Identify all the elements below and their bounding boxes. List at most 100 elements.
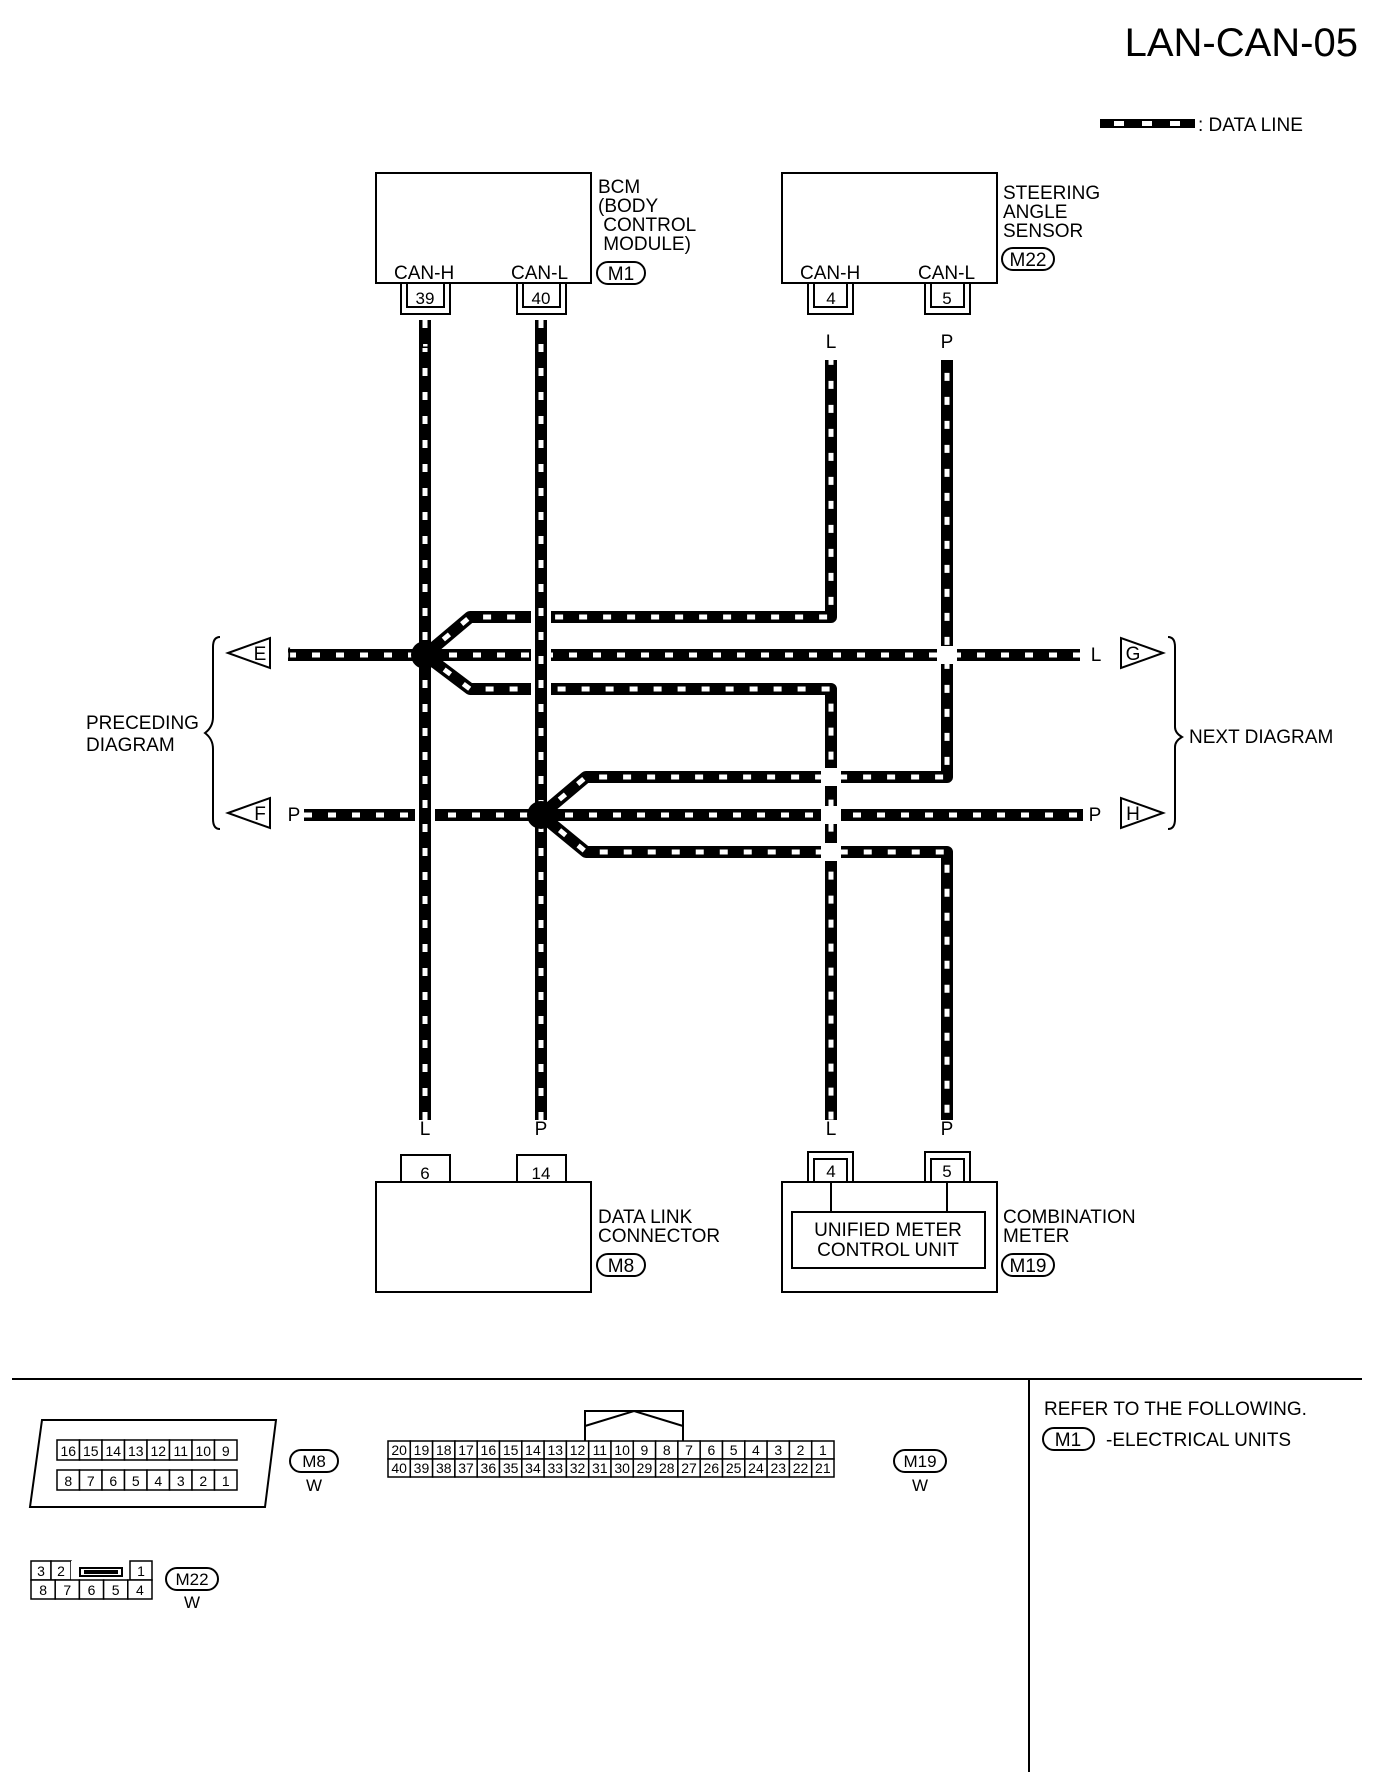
m22-cavity-number: 7 bbox=[63, 1582, 71, 1598]
m19-cavity-number: 17 bbox=[458, 1442, 474, 1458]
steering-pin-5: 5 bbox=[942, 289, 951, 308]
dlc-wire-color-l: L bbox=[420, 1119, 431, 1140]
m19-cavity-number: 20 bbox=[391, 1442, 407, 1458]
data-line-wires bbox=[288, 320, 1083, 1120]
bcm-connector-id: M1 bbox=[608, 264, 634, 285]
bcm-name-line-3: CONTROL bbox=[598, 215, 696, 236]
dlc-name-line-1: DATA LINK bbox=[598, 1207, 693, 1228]
arrow-f-label: F bbox=[254, 804, 266, 825]
meter-wire-color-l: L bbox=[826, 1119, 837, 1140]
m19-cell: 16 bbox=[476, 1440, 501, 1460]
wire-junction-to-steering-can-h bbox=[421, 360, 837, 660]
reference-note: REFER TO THE FOLLOWING. M1 -ELECTRICAL U… bbox=[1042, 1399, 1307, 1451]
m8-cell: 7 bbox=[78, 1469, 103, 1491]
m8-cell: 5 bbox=[123, 1469, 148, 1491]
m19-cavity-number: 40 bbox=[391, 1460, 407, 1476]
m19-cavity-number: 26 bbox=[704, 1460, 720, 1476]
arrow-h-wire-color: P bbox=[1089, 805, 1102, 826]
steering-name-line-3: SENSOR bbox=[1003, 221, 1083, 242]
m8-cavity-number: 12 bbox=[150, 1443, 166, 1459]
m22-view-id: M22 bbox=[175, 1570, 208, 1589]
m19-cell: 7 bbox=[677, 1440, 701, 1460]
m19-cell: 39 bbox=[409, 1458, 434, 1478]
m19-cavity-number: 23 bbox=[770, 1460, 786, 1476]
dlc-pin-14: 14 bbox=[532, 1164, 551, 1183]
bcm-name-line-2: (BODY bbox=[598, 196, 659, 217]
m8-cavity-number: 8 bbox=[64, 1473, 72, 1489]
m22-cavity-number: 2 bbox=[57, 1563, 65, 1579]
meter-pin-5: 5 bbox=[942, 1162, 951, 1181]
m8-cavity-number: 14 bbox=[105, 1443, 121, 1459]
m19-cavity-number: 30 bbox=[614, 1460, 630, 1476]
m19-cell: 8 bbox=[654, 1440, 679, 1460]
bcm-pin-40: 40 bbox=[532, 289, 551, 308]
meter-name-line-2: METER bbox=[1003, 1226, 1070, 1247]
bcm-pin-39: 39 bbox=[416, 289, 435, 308]
meter-wire-color-p: P bbox=[941, 1119, 954, 1140]
m19-view-color: W bbox=[912, 1476, 928, 1495]
m19-cavity-number: 13 bbox=[547, 1442, 563, 1458]
m22-cell: 2 bbox=[50, 1560, 72, 1581]
m19-cell: 4 bbox=[744, 1440, 768, 1460]
m8-cavity-number: 2 bbox=[199, 1473, 207, 1489]
m19-cell: 12 bbox=[565, 1440, 590, 1460]
steering-connector-id: M22 bbox=[1010, 250, 1047, 271]
reference-heading: REFER TO THE FOLLOWING. bbox=[1044, 1399, 1307, 1420]
m19-cell: 25 bbox=[721, 1458, 746, 1478]
m19-cavity-number: 9 bbox=[641, 1442, 649, 1458]
m19-cell: 18 bbox=[431, 1440, 456, 1460]
m19-cell: 14 bbox=[521, 1440, 545, 1460]
m8-cavity-number: 7 bbox=[87, 1473, 95, 1489]
m19-cavity-number: 24 bbox=[748, 1460, 764, 1476]
m19-cell: 33 bbox=[543, 1458, 568, 1478]
meter-connector-id: M19 bbox=[1010, 1256, 1047, 1277]
m8-cell: 10 bbox=[191, 1439, 216, 1461]
m19-cavity-number: 5 bbox=[730, 1442, 738, 1458]
m8-cell: 3 bbox=[168, 1469, 193, 1491]
m19-cavity-number: 25 bbox=[726, 1460, 742, 1476]
bcm-name-line-1: BCM bbox=[598, 177, 640, 198]
meter-pin-4: 4 bbox=[826, 1162, 835, 1181]
steering-can-h-label: CAN-H bbox=[800, 263, 860, 284]
steering-wire-color-l: L bbox=[826, 332, 837, 353]
m19-cavity-number: 34 bbox=[525, 1460, 541, 1476]
m8-cavity-number: 4 bbox=[154, 1473, 162, 1489]
steering-can-l-label: CAN-L bbox=[918, 263, 975, 284]
m19-cell: 28 bbox=[654, 1458, 679, 1478]
m8-cavity-number: 9 bbox=[222, 1443, 230, 1459]
m22-view-color: W bbox=[184, 1593, 200, 1612]
meter-name-line-1: COMBINATION bbox=[1003, 1207, 1136, 1228]
m19-cavity-number: 2 bbox=[797, 1442, 805, 1458]
m19-cavity-number: 1 bbox=[819, 1442, 827, 1458]
m19-cell: 3 bbox=[766, 1440, 791, 1460]
offpage-connectors: E L F P G L H P PRECEDING DIAGRAM NEXT D… bbox=[86, 636, 1333, 830]
m8-view-color: W bbox=[306, 1476, 322, 1495]
m8-cell: 4 bbox=[146, 1469, 171, 1491]
steering-name-line-1: STEERING bbox=[1003, 183, 1100, 204]
m8-cavity-number: 6 bbox=[109, 1473, 117, 1489]
m22-cell: 3 bbox=[30, 1560, 52, 1581]
m19-cell: 30 bbox=[610, 1458, 635, 1478]
m19-cell: 1 bbox=[810, 1440, 835, 1460]
m22-cavity-number: 8 bbox=[39, 1582, 47, 1598]
bcm-unit: CAN-H CAN-L BCM (BODY CONTROL MODULE) M1… bbox=[375, 172, 696, 353]
m22-cell: 4 bbox=[127, 1579, 153, 1600]
m19-cell: 21 bbox=[810, 1458, 835, 1478]
m8-view-id: M8 bbox=[302, 1452, 326, 1471]
m8-cavity-number: 16 bbox=[60, 1443, 76, 1459]
m19-cell: 31 bbox=[587, 1458, 612, 1478]
m19-cavity-number: 18 bbox=[436, 1442, 452, 1458]
m19-cell: 27 bbox=[677, 1458, 701, 1478]
m19-cell: 17 bbox=[454, 1440, 478, 1460]
m8-cavity-number: 13 bbox=[128, 1443, 144, 1459]
m22-cell: 8 bbox=[30, 1579, 56, 1600]
m19-cavity-number: 19 bbox=[414, 1442, 430, 1458]
m8-cell: 8 bbox=[56, 1469, 81, 1491]
m22-cell: 7 bbox=[54, 1579, 81, 1600]
m19-cavity-number: 31 bbox=[592, 1460, 608, 1476]
m22-lock-slot bbox=[71, 1561, 130, 1580]
m19-cell: 15 bbox=[498, 1440, 523, 1460]
m19-cavity-number: 37 bbox=[458, 1460, 474, 1476]
m19-cavity-number: 39 bbox=[414, 1460, 430, 1476]
